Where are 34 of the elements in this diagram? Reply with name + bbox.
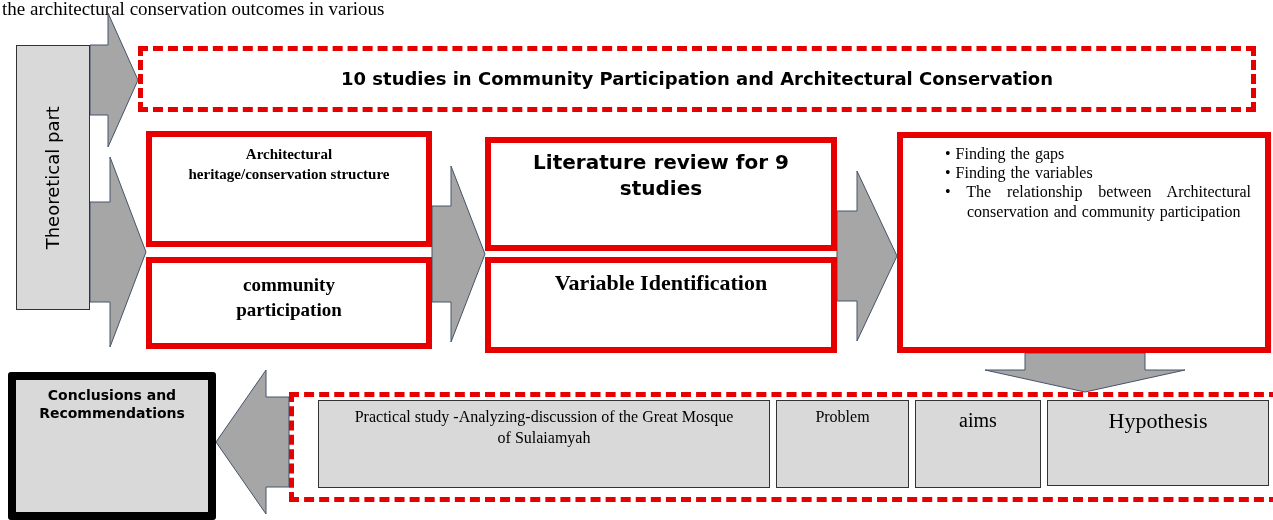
box-text: Hypothesis	[1108, 407, 1208, 435]
bullet-item: • Finding the gaps	[944, 144, 1066, 164]
study-box	[915, 400, 1041, 488]
box-text: Practical study -Analyzing-discussion of the Great Mosque of Sulaiamyah	[353, 407, 735, 449]
process-box	[485, 137, 837, 251]
theoretical-part-box	[16, 45, 90, 310]
process-box	[146, 131, 432, 247]
block-arrow	[215, 369, 290, 515]
study-box	[1047, 400, 1269, 486]
process-box	[146, 257, 432, 349]
study-box	[776, 400, 909, 488]
bullet-item: • Finding the variables	[944, 163, 1094, 183]
box-text: community participation	[235, 273, 343, 322]
box-text: Architectural heritage/conservation structure	[187, 145, 391, 184]
box-text: Literature review for 9 studies	[532, 149, 790, 201]
findings-box	[897, 132, 1271, 353]
cut-off-text-line: the architectural conservation outcomes in various	[2, 0, 385, 20]
block-arrow	[984, 352, 1186, 393]
block-arrow	[431, 165, 486, 343]
vertical-label: Theoretical part	[41, 105, 65, 250]
block-arrow	[836, 170, 898, 342]
box-text: Variable Identification	[554, 269, 768, 297]
study-box	[318, 400, 770, 488]
bullet-item: • The relationship between Architectural conservation and community participation	[944, 182, 1251, 221]
conclusion-box	[8, 372, 216, 520]
block-arrow	[89, 12, 139, 148]
box-text: aims	[959, 408, 997, 433]
frame-title: 10 studies in Community Participation and Architectural Conservation	[341, 67, 1053, 91]
block-arrow	[89, 156, 147, 348]
box-text: Conclusions and Recommendations	[38, 386, 186, 423]
dashed-frame	[138, 46, 1256, 112]
box-text: Problem	[815, 407, 870, 427]
dashed-frame	[289, 392, 1273, 502]
process-box	[485, 257, 837, 353]
